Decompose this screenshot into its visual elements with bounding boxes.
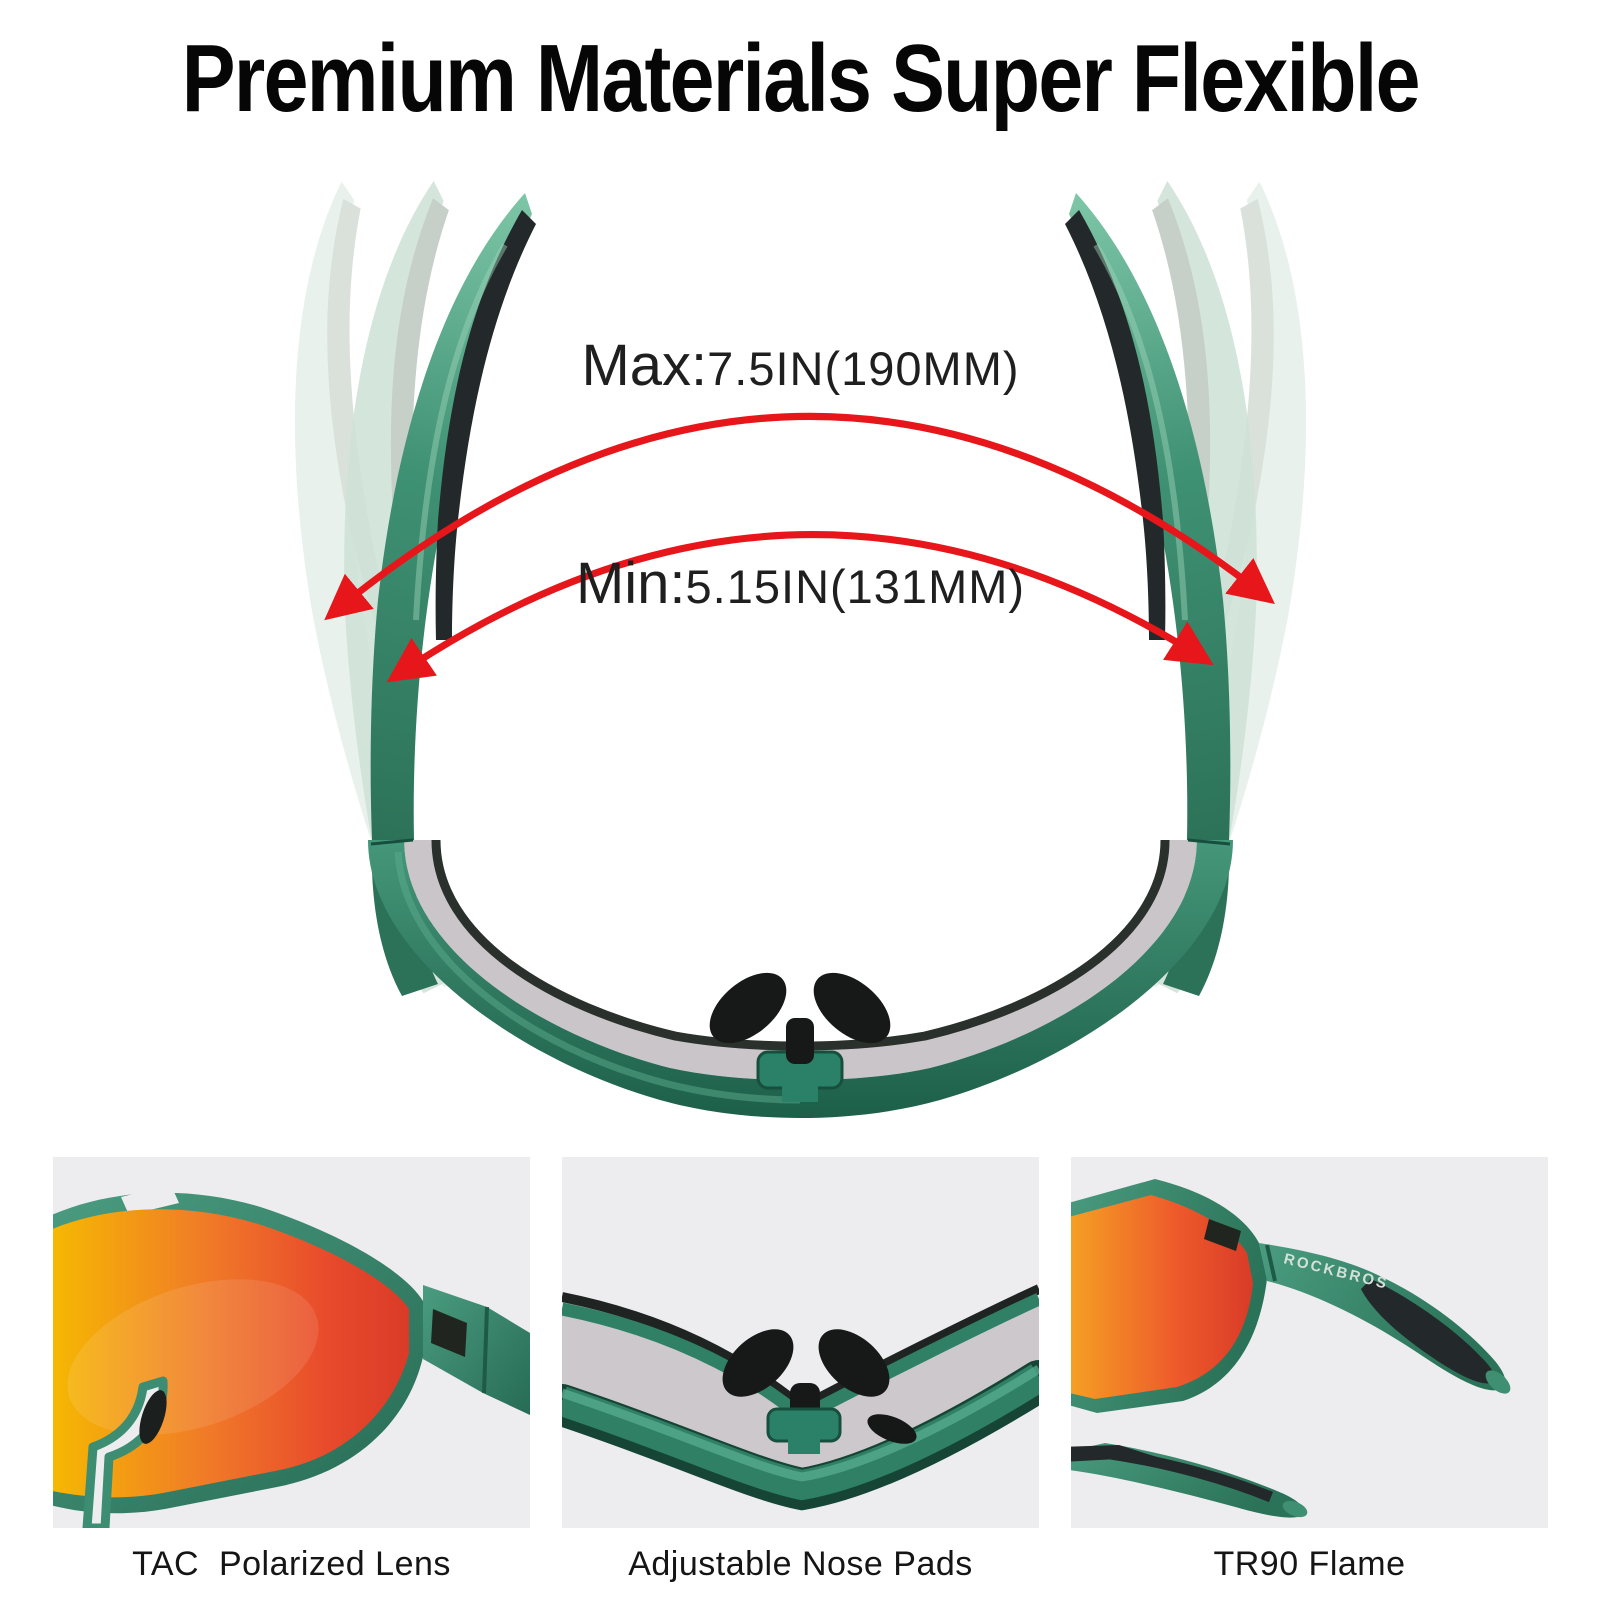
panel-caption: TR90 Flame (1213, 1545, 1406, 1583)
adjustable-nose-pads (722, 1329, 890, 1454)
sunglasses-top-view (193, 179, 1408, 1118)
panel-lens: TAC Polarized Lens (53, 1157, 530, 1584)
panel-caption: Adjustable Nose Pads (628, 1545, 973, 1583)
nose-pads-closeup (562, 1284, 1039, 1511)
max-arrow (324, 413, 1275, 621)
panel-lens-image (53, 1157, 530, 1528)
page-title-text: Premium Materials Super Flexible (182, 25, 1421, 132)
lens (404, 840, 1197, 1080)
min-value: 5.15IN(131MM) (685, 560, 1026, 613)
hero-illustration: Max:7.5IN(190MM) Min:5.15IN(131MM) (0, 140, 1601, 1120)
nose-pads (709, 972, 891, 1102)
mirror-lens (1071, 1195, 1253, 1399)
panel-nose-pads: Adjustable Nose Pads (562, 1157, 1039, 1584)
max-length-label: Max:7.5IN(190MM) (0, 332, 1601, 399)
temple-rubber (1361, 1279, 1495, 1384)
detached-temple (1071, 1443, 1308, 1518)
hinge-block (423, 1285, 530, 1415)
panel-temple-image: ROCKBROS (1071, 1157, 1548, 1528)
max-value: 7.5IN(190MM) (707, 342, 1020, 395)
panel-caption: TAC Polarized Lens (132, 1545, 451, 1583)
panel-temple: ROCKBROS TR90 Flame (1071, 1157, 1548, 1584)
frame-band (368, 840, 1233, 1118)
min-arrow (386, 531, 1214, 683)
feature-panels: TAC Polarized Lens (53, 1157, 1548, 1584)
panel-nose-pads-image (562, 1157, 1039, 1528)
max-prefix: Max: (581, 333, 708, 398)
min-length-label: Min:5.15IN(131MM) (0, 550, 1601, 617)
lens-closeup (53, 1185, 530, 1528)
min-prefix: Min: (575, 551, 686, 616)
temple-side-view: ROCKBROS (1071, 1179, 1511, 1518)
page-title: Premium Materials Super Flexible (0, 24, 1601, 144)
